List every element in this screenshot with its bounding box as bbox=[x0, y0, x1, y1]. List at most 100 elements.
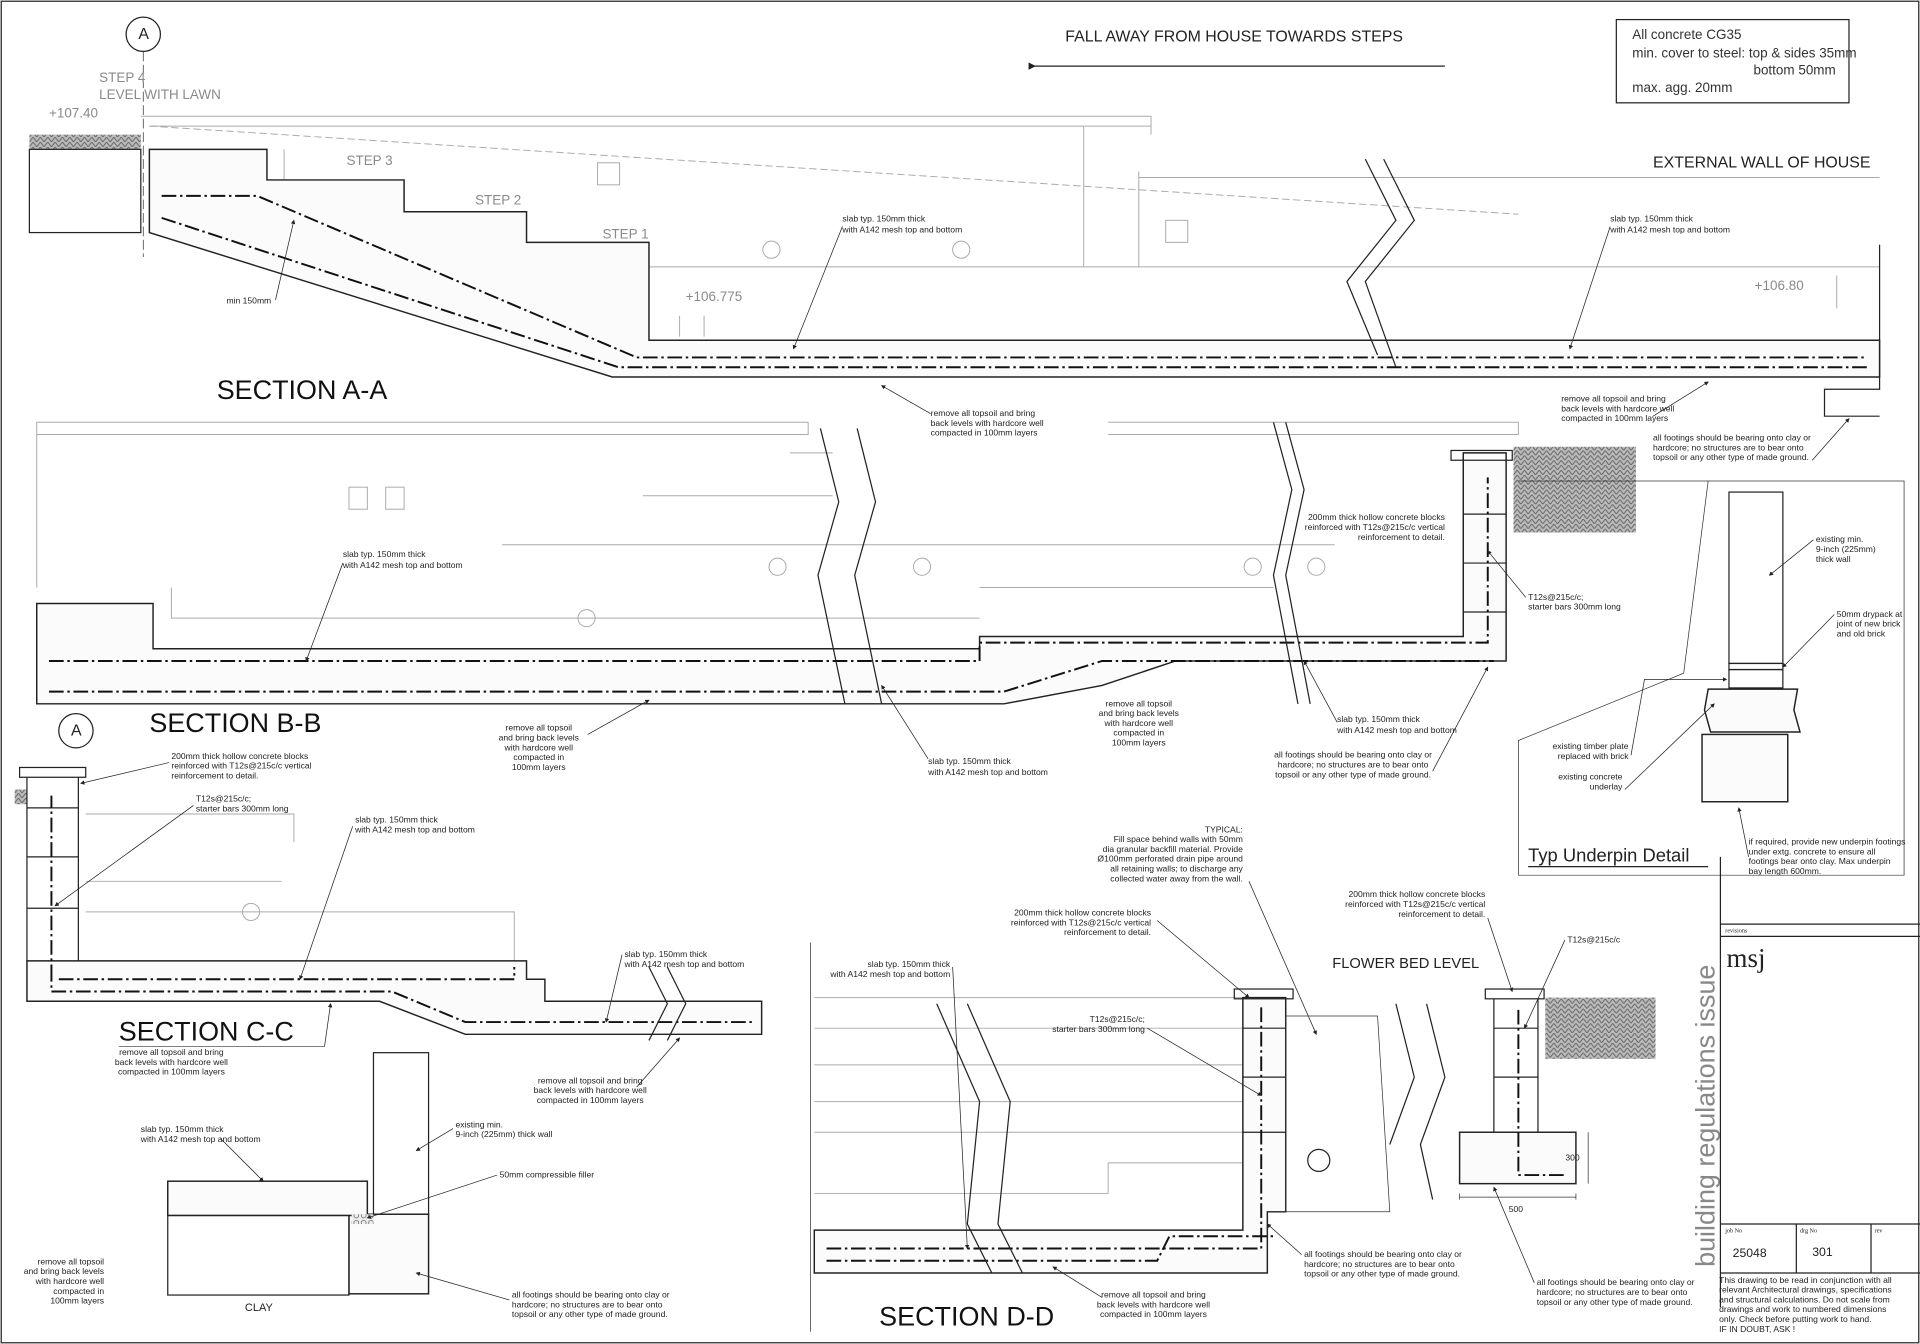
drawing-line bbox=[161, 194, 1868, 359]
drawing-line bbox=[1484, 988, 1545, 1000]
drawing-line bbox=[1524, 939, 1566, 1029]
drawing-line bbox=[299, 826, 354, 980]
drawing-line bbox=[1728, 491, 1784, 665]
drawing-line: This drawing to be read in conjunction w… bbox=[1719, 1275, 1892, 1334]
drawing-line: T12s@215c/c;starter bars 300mm long bbox=[1052, 1014, 1145, 1034]
label: drg No bbox=[1800, 1229, 1817, 1235]
label: FALL AWAY FROM HOUSE TOWARDS STEPS bbox=[1065, 29, 1403, 46]
drawing-line bbox=[1156, 920, 1250, 999]
drawing-line bbox=[161, 216, 1868, 369]
drawing-line: T12s@215c/c;starter bars 300mm long bbox=[1528, 592, 1621, 612]
drawing-line bbox=[415, 1128, 454, 1151]
drawing-line bbox=[140, 115, 1880, 337]
drawing-line bbox=[167, 1180, 369, 1217]
drawing-line bbox=[1728, 668, 1784, 689]
soil-hatch bbox=[1513, 446, 1636, 533]
drawing-line bbox=[305, 562, 344, 662]
title-block: building regulations issue revisions msj… bbox=[1690, 856, 1920, 1334]
drawing-line bbox=[577, 609, 596, 628]
section-aa-title: SECTION A-A bbox=[217, 375, 388, 405]
drawing-line bbox=[1248, 881, 1317, 1035]
job-number: 25048 bbox=[1733, 1246, 1767, 1260]
drawing-line bbox=[18, 766, 87, 778]
label: job No bbox=[1724, 1229, 1742, 1235]
drawing-line bbox=[1737, 807, 1749, 857]
drawing-line bbox=[1285, 1015, 1391, 1213]
label: +107.40 bbox=[49, 106, 98, 121]
label: rev bbox=[1875, 1229, 1884, 1235]
drawing-line bbox=[36, 452, 1507, 705]
drawing-line bbox=[1703, 688, 1801, 733]
section-cc-title: SECTION C-C bbox=[119, 1016, 294, 1046]
drawing-line bbox=[372, 1052, 430, 1215]
label: CLAY bbox=[245, 1302, 274, 1314]
drawing-line bbox=[167, 1214, 350, 1296]
label: 500 bbox=[1509, 1204, 1524, 1214]
grid-marker-a-2 bbox=[58, 713, 94, 749]
underpin-detail: existing min.9-inch (225mm)thick wall 50… bbox=[1518, 480, 1906, 876]
drawing-line bbox=[817, 422, 1311, 704]
label: STEP 2 bbox=[475, 192, 521, 207]
drawing-line bbox=[1450, 449, 1513, 461]
company-logo: msj bbox=[1727, 943, 1766, 973]
section-dd: 300 500 TYPICAL:Fill space behind walls … bbox=[810, 824, 1695, 1332]
drawing-line bbox=[1701, 733, 1789, 803]
fall-direction-note: FALL AWAY FROM HOUSE TOWARDS STEPS bbox=[1028, 29, 1445, 70]
drawing-line bbox=[1652, 381, 1709, 417]
step1-label: STEP 1 bbox=[602, 227, 648, 242]
drawing-line bbox=[50, 795, 754, 1024]
drawing-line bbox=[1242, 1027, 1286, 1133]
drawing-line bbox=[1307, 557, 1326, 576]
drawing-number: 301 bbox=[1812, 1245, 1833, 1259]
drawing-line bbox=[1728, 662, 1784, 671]
label: LEVEL WITH LAWN bbox=[99, 87, 221, 102]
drawing-line bbox=[1493, 1186, 1535, 1283]
drawing-line bbox=[1493, 998, 1539, 1133]
drawing-line bbox=[912, 557, 932, 576]
section-bb-title: SECTION B-B bbox=[149, 708, 321, 738]
drawing-line bbox=[28, 148, 142, 234]
drawing-line bbox=[881, 684, 929, 760]
drawing-line: if required, provide new underpin footin… bbox=[1749, 837, 1906, 876]
label: 300 bbox=[1565, 1152, 1580, 1162]
drawing-line bbox=[1768, 539, 1814, 576]
drawing-line bbox=[348, 1213, 430, 1295]
drawing-line bbox=[1459, 1132, 1589, 1200]
drawing-line bbox=[814, 997, 1243, 1194]
drawing-line bbox=[48, 660, 1494, 693]
drawing-line: TYPICAL:Fill space behind walls with 50m… bbox=[1097, 824, 1243, 883]
label: min 150mm bbox=[227, 296, 272, 306]
drawing-line bbox=[275, 219, 296, 300]
label: +106.80 bbox=[1755, 278, 1804, 293]
drawing-line bbox=[880, 385, 931, 415]
drawing-line bbox=[1545, 997, 1656, 1059]
drawing-line bbox=[1463, 513, 1507, 613]
label: A bbox=[138, 26, 149, 43]
label: STEP 4 bbox=[99, 70, 146, 85]
drawing-line bbox=[1615, 18, 1850, 104]
label: A bbox=[71, 723, 82, 740]
slab-aa bbox=[148, 148, 1881, 378]
drawing-line: all footings should be bearing onto clay… bbox=[1653, 433, 1811, 463]
drawing-line bbox=[85, 813, 545, 980]
drawing-line bbox=[415, 1271, 510, 1301]
drawing-line: all footings should be bearing onto clay… bbox=[1274, 750, 1432, 780]
